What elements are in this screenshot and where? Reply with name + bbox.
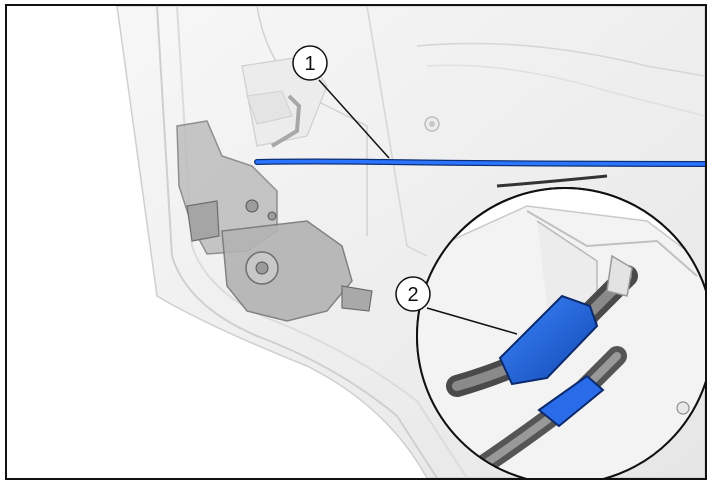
callout-1: 1 — [292, 45, 390, 159]
callout-1-label: 1 — [304, 53, 315, 75]
blue-cable — [254, 158, 705, 188]
callout-2: 2 — [395, 276, 518, 335]
door-illustration: 1 2 — [116, 6, 705, 478]
illustration-frame: 1 2 — [5, 4, 707, 480]
detail-magnifier — [416, 187, 705, 478]
door-lock-actuator — [176, 94, 373, 322]
callout-2-label: 2 — [407, 284, 418, 306]
cable-clip — [498, 294, 599, 386]
